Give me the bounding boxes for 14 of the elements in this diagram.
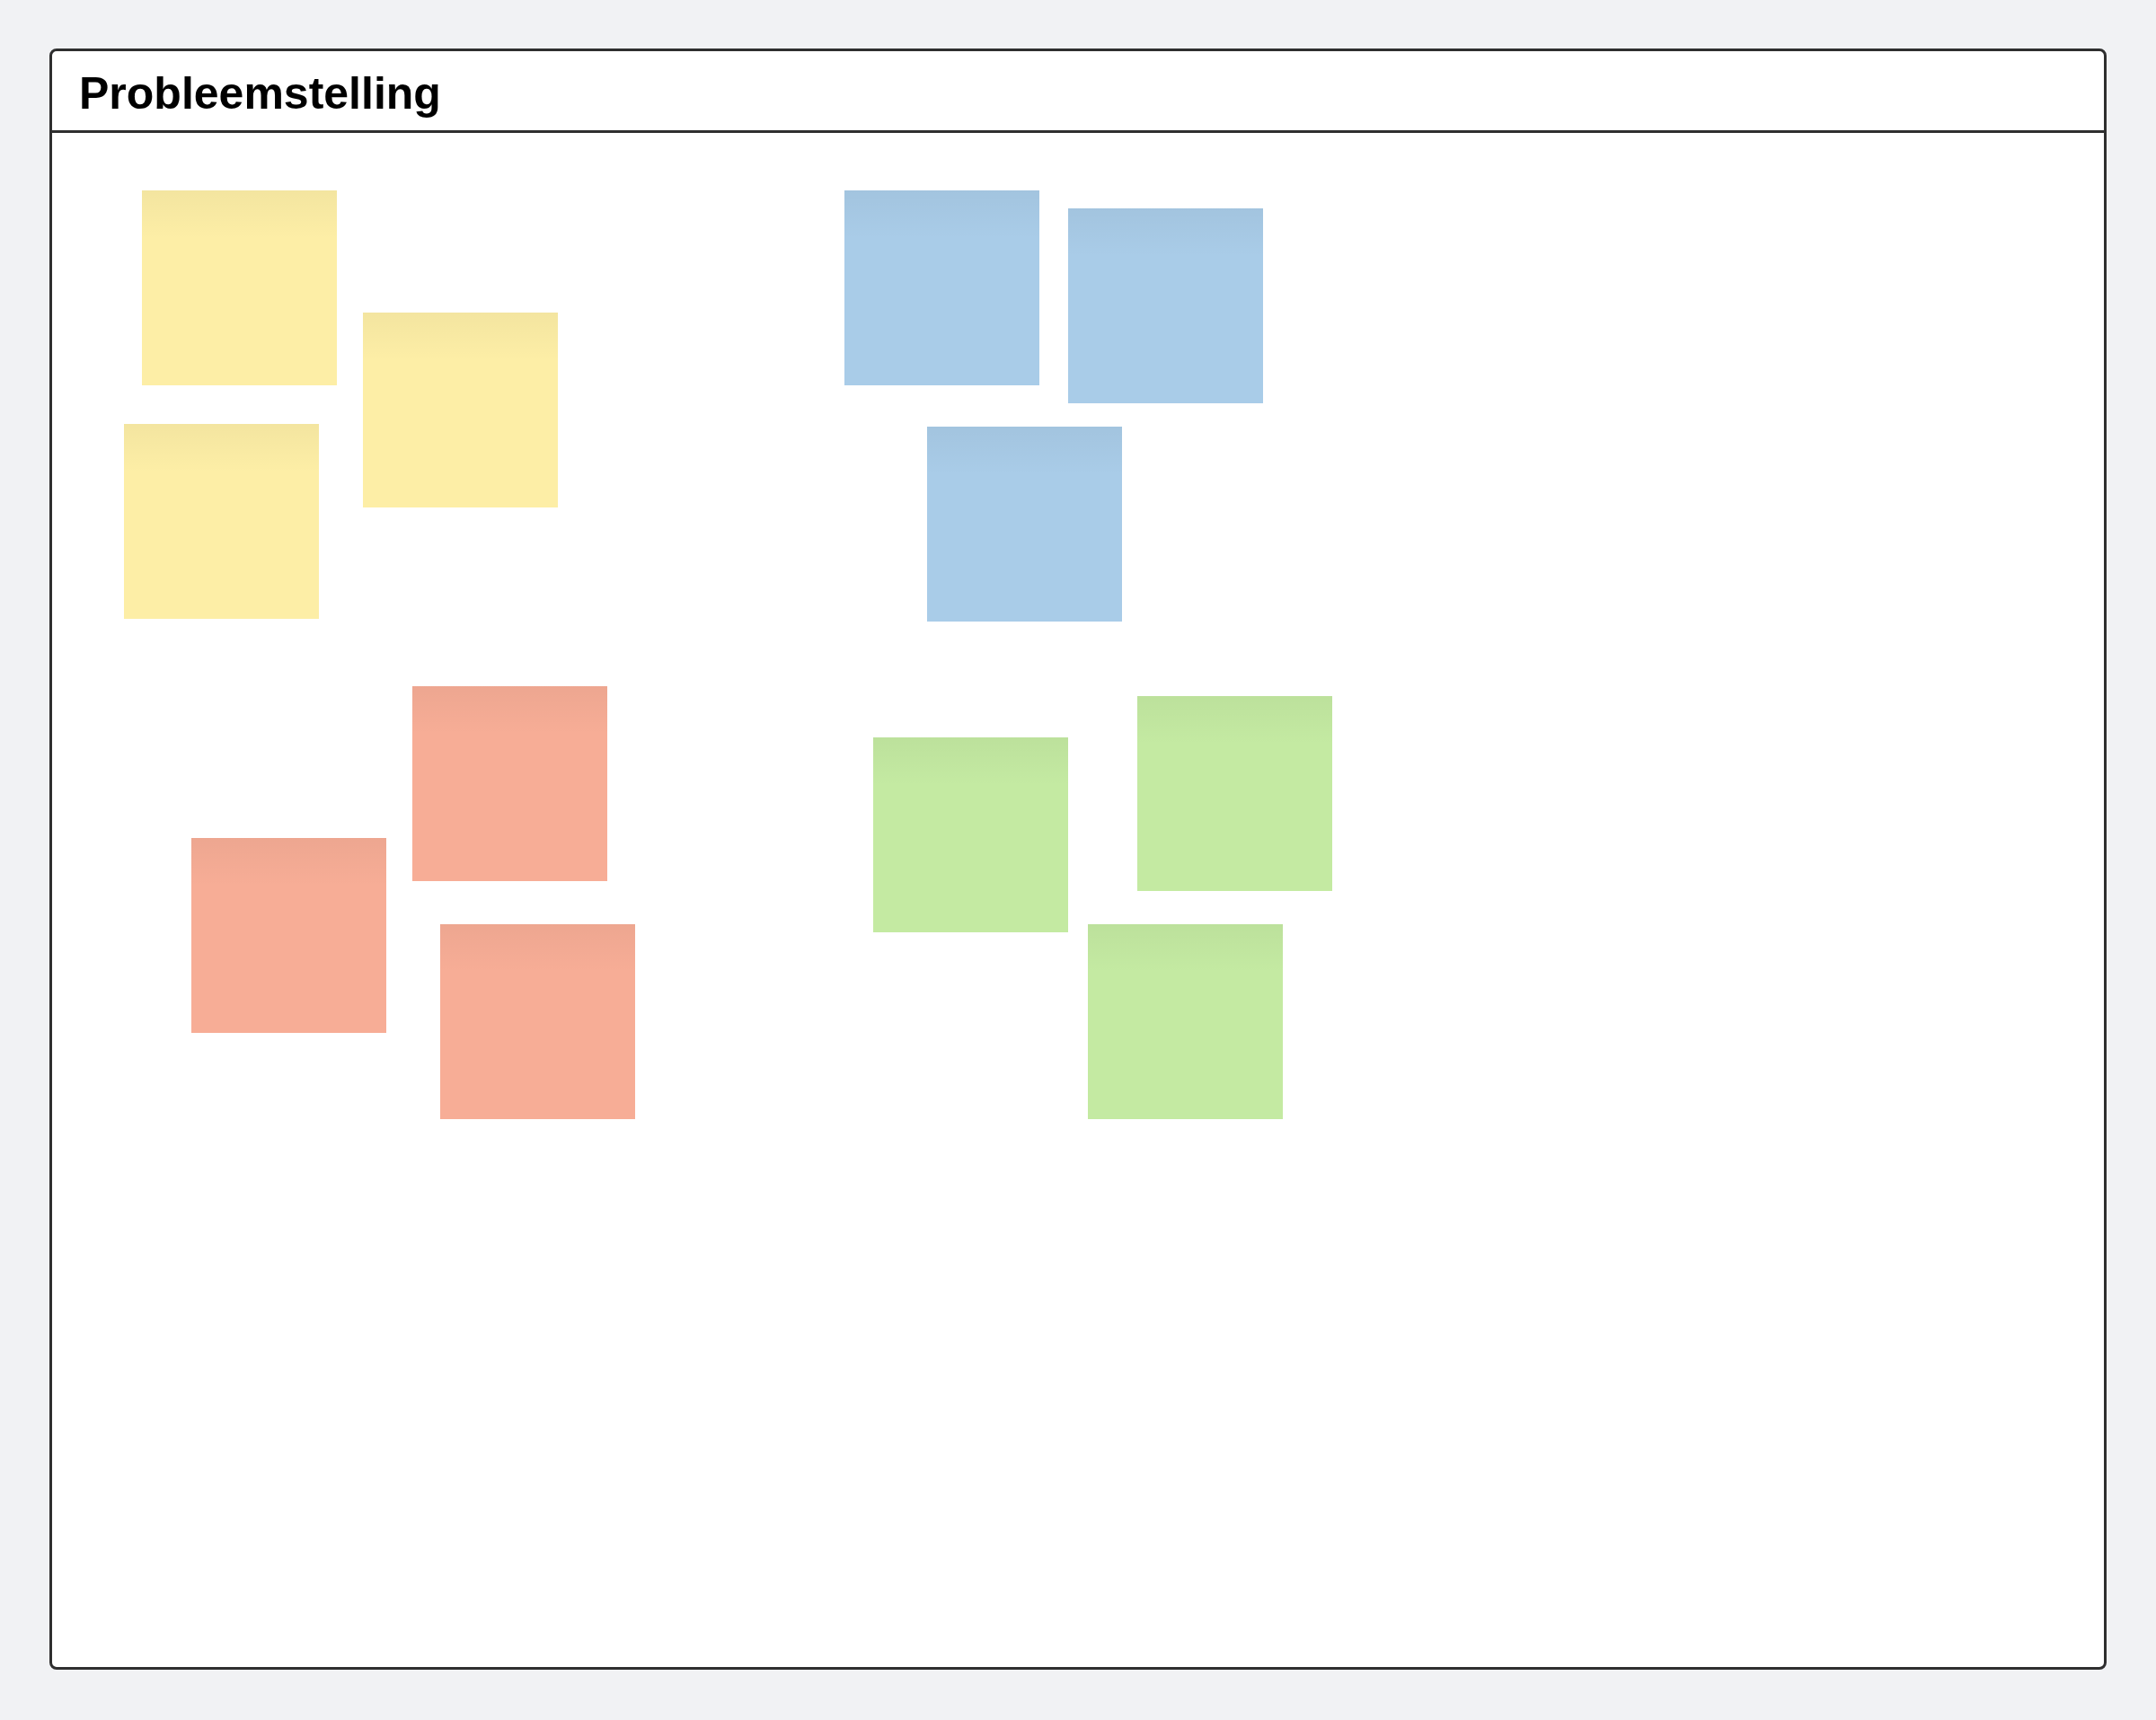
sticky-note [1137, 696, 1332, 891]
sticky-note [124, 424, 319, 619]
sticky-note [412, 686, 607, 881]
frame-panel [49, 49, 2107, 1670]
sticky-note [1068, 208, 1263, 403]
sticky-note [363, 313, 558, 507]
sticky-note [927, 427, 1122, 622]
sticky-note [142, 190, 337, 385]
frame-title: Probleemstelling [79, 69, 441, 119]
sticky-note [844, 190, 1039, 385]
sticky-note [191, 838, 386, 1033]
sticky-note [873, 737, 1068, 932]
sticky-note [440, 924, 635, 1119]
sticky-note [1088, 924, 1283, 1119]
